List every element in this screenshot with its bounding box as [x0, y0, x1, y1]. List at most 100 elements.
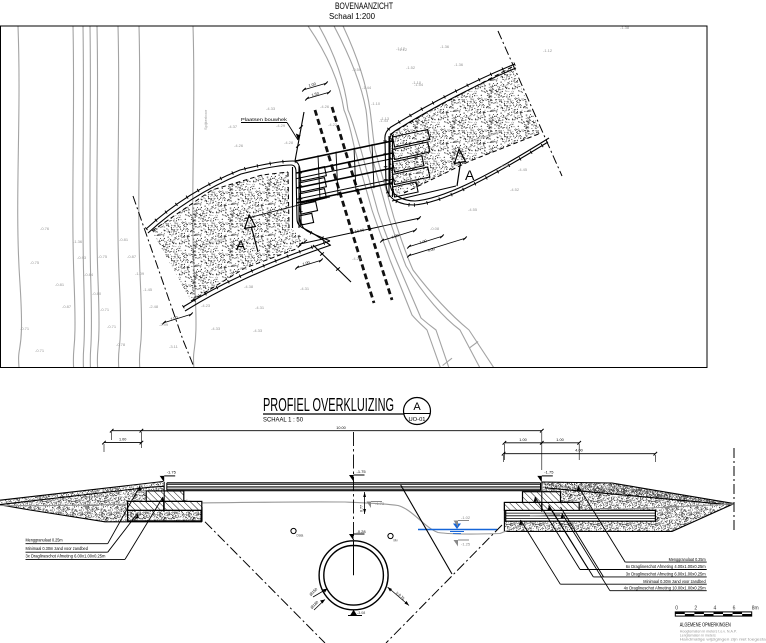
svg-text:A: A [465, 167, 475, 183]
svg-text:6: 6 [733, 605, 736, 611]
svg-text:-0.84: -0.84 [84, 272, 94, 277]
svg-text:BOVENAANZICHT: BOVENAANZICHT [335, 1, 393, 12]
svg-text:1.00: 1.00 [302, 260, 310, 266]
svg-text:4.00: 4.00 [427, 247, 435, 253]
svg-text:-1.44: -1.44 [362, 85, 372, 90]
svg-text:-1.75: -1.75 [167, 469, 177, 474]
svg-text:-1.43: -1.43 [379, 118, 389, 123]
svg-text:-0.71: -0.71 [20, 326, 30, 331]
svg-text:2: 2 [694, 605, 697, 611]
svg-text:Lengtematen in meters: Lengtematen in meters [680, 633, 716, 638]
svg-text:UO-01: UO-01 [409, 417, 426, 423]
svg-text:Handmatige wijzigingen zijn ni: Handmatige wijzigingen zijn niet toegest… [680, 637, 766, 642]
svg-text:-4.26: -4.26 [234, 143, 244, 148]
svg-text:-0.87: -0.87 [127, 254, 137, 259]
svg-text:1.00: 1.00 [308, 82, 316, 88]
svg-text:Menggranulaat 0.25m: Menggranulaat 0.25m [669, 557, 707, 562]
svg-text:-4.28: -4.28 [284, 140, 294, 145]
svg-text:-3.08: -3.08 [357, 611, 365, 615]
svg-text:Data: Data [297, 534, 304, 538]
svg-text:-1.52: -1.52 [406, 65, 416, 70]
svg-text:-4.31: -4.31 [300, 286, 310, 291]
svg-text:-4.29: -4.29 [352, 256, 362, 261]
svg-text:3x Draglineschot Afmeting 6.00: 3x Draglineschot Afmeting 6.00x1.00x0.25… [626, 572, 706, 577]
svg-text:-4.33: -4.33 [253, 328, 263, 333]
svg-text:-3.11: -3.11 [169, 344, 179, 349]
svg-text:Schaal 1:200: Schaal 1:200 [329, 12, 376, 21]
svg-text:10.00: 10.00 [336, 426, 346, 430]
svg-text:-0.81: -0.81 [119, 237, 129, 242]
svg-text:Gouw Algerie: Gouw Algerie [204, 237, 226, 247]
svg-text:-4.21: -4.21 [238, 266, 248, 271]
svg-text:-1.12: -1.12 [396, 46, 406, 51]
svg-text:-1.23: -1.23 [166, 228, 176, 233]
svg-text:-1.36: -1.36 [73, 239, 83, 244]
svg-text:-0.08: -0.08 [430, 226, 440, 231]
svg-text:-0.71: -0.71 [100, 307, 110, 312]
svg-text:-1.36: -1.36 [440, 44, 450, 49]
svg-text:-1.73: -1.73 [375, 501, 385, 506]
svg-text:10.00: 10.00 [354, 228, 364, 234]
svg-text:-4.50: -4.50 [500, 163, 510, 168]
svg-text:-0.71: -0.71 [35, 348, 45, 353]
svg-text:Plaatsen bouwhek: Plaatsen bouwhek [241, 117, 288, 122]
svg-text:-1.25: -1.25 [461, 542, 471, 547]
svg-text:≥ 0.75: ≥ 0.75 [395, 591, 405, 601]
svg-text:-1.75: -1.75 [357, 469, 367, 474]
svg-text:1.00: 1.00 [519, 438, 526, 442]
svg-text:-4.47: -4.47 [487, 117, 497, 122]
svg-text:Hoogtematen in meters t.o.v. N: Hoogtematen in meters t.o.v. N.A.P. [680, 629, 737, 634]
svg-text:A: A [413, 401, 421, 413]
svg-text:-4.33: -4.33 [211, 326, 221, 331]
svg-text:-0.71: -0.71 [107, 324, 117, 329]
svg-text:-0.78: -0.78 [116, 342, 126, 347]
svg-text:-4.22: -4.22 [328, 122, 338, 127]
svg-text:Minimaal 0.30m zand voor zandb: Minimaal 0.30m zand voor zandbed [26, 546, 89, 551]
svg-text:-4.23: -4.23 [201, 303, 211, 308]
svg-text:-1.54: -1.54 [414, 82, 424, 87]
svg-text:-1.12: -1.12 [398, 47, 408, 52]
svg-text:3x Draglineschot Afmeting 6.00: 3x Draglineschot Afmeting 6.00x1.00x0.25… [26, 553, 106, 558]
svg-text:-4.45: -4.45 [518, 167, 528, 172]
svg-text:PROFIEL OVERKLUIZING: PROFIEL OVERKLUIZING [263, 394, 394, 415]
svg-text:0: 0 [675, 605, 678, 611]
svg-text:-0.76: -0.76 [40, 226, 50, 231]
svg-text:Ø180: Ø180 [310, 600, 319, 609]
svg-text:-4.61: -4.61 [405, 178, 415, 183]
svg-text:-4.33: -4.33 [266, 106, 276, 111]
svg-text:-4.29: -4.29 [276, 123, 286, 128]
svg-text:4x Draglineschot Afmeting 10.0: 4x Draglineschot Afmeting 10.00x1.00x0.2… [624, 585, 706, 590]
svg-text:1.00: 1.00 [419, 239, 427, 245]
svg-text:-0.81: -0.81 [55, 282, 65, 287]
svg-text:1.00: 1.00 [556, 438, 563, 442]
svg-text:Menggranulaat 0.25m: Menggranulaat 0.25m [26, 537, 64, 542]
svg-text:1.50: 1.50 [311, 92, 319, 98]
svg-text:Minimaal 0.30m zand voor zandb: Minimaal 0.30m zand voor zandbed [643, 579, 706, 584]
svg-text:-0.87: -0.87 [62, 304, 72, 309]
svg-text:ALGEMENE OPMERKINGEN: ALGEMENE OPMERKINGEN [680, 623, 731, 629]
svg-text:6x Draglineschot Afmeting 4.00: 6x Draglineschot Afmeting 4.00x1.00x0.25… [626, 564, 706, 569]
svg-text:Ø150: Ø150 [309, 587, 318, 596]
svg-text:-1.12: -1.12 [543, 48, 553, 53]
svg-text:-4.26: -4.26 [320, 104, 330, 109]
svg-text:-1.10: -1.10 [371, 101, 381, 106]
svg-text:1.00: 1.00 [391, 233, 399, 239]
svg-text:-4.52: -4.52 [510, 187, 520, 192]
svg-text:1.00: 1.00 [119, 438, 126, 442]
svg-text:-4.31: -4.31 [255, 305, 265, 310]
svg-text:-0.75: -0.75 [30, 260, 40, 265]
svg-text:0.77: 0.77 [360, 505, 364, 512]
svg-text:-1.75: -1.75 [544, 469, 554, 474]
svg-text:-0.75: -0.75 [98, 254, 108, 259]
svg-text:-1.45: -1.45 [143, 287, 153, 292]
svg-text:-4.37: -4.37 [228, 124, 238, 129]
svg-text:-1.13: -1.13 [380, 116, 390, 121]
svg-text:-1.10: -1.10 [412, 80, 422, 85]
svg-text:-4.55: -4.55 [468, 207, 478, 212]
svg-text:4: 4 [714, 605, 717, 611]
svg-text:-1.09: -1.09 [135, 271, 145, 276]
svg-text:A: A [236, 237, 246, 253]
svg-text:Spijkerboor: Spijkerboor [203, 109, 208, 130]
svg-text:-0.93: -0.93 [77, 255, 87, 260]
svg-text:-2.48: -2.48 [149, 304, 159, 309]
